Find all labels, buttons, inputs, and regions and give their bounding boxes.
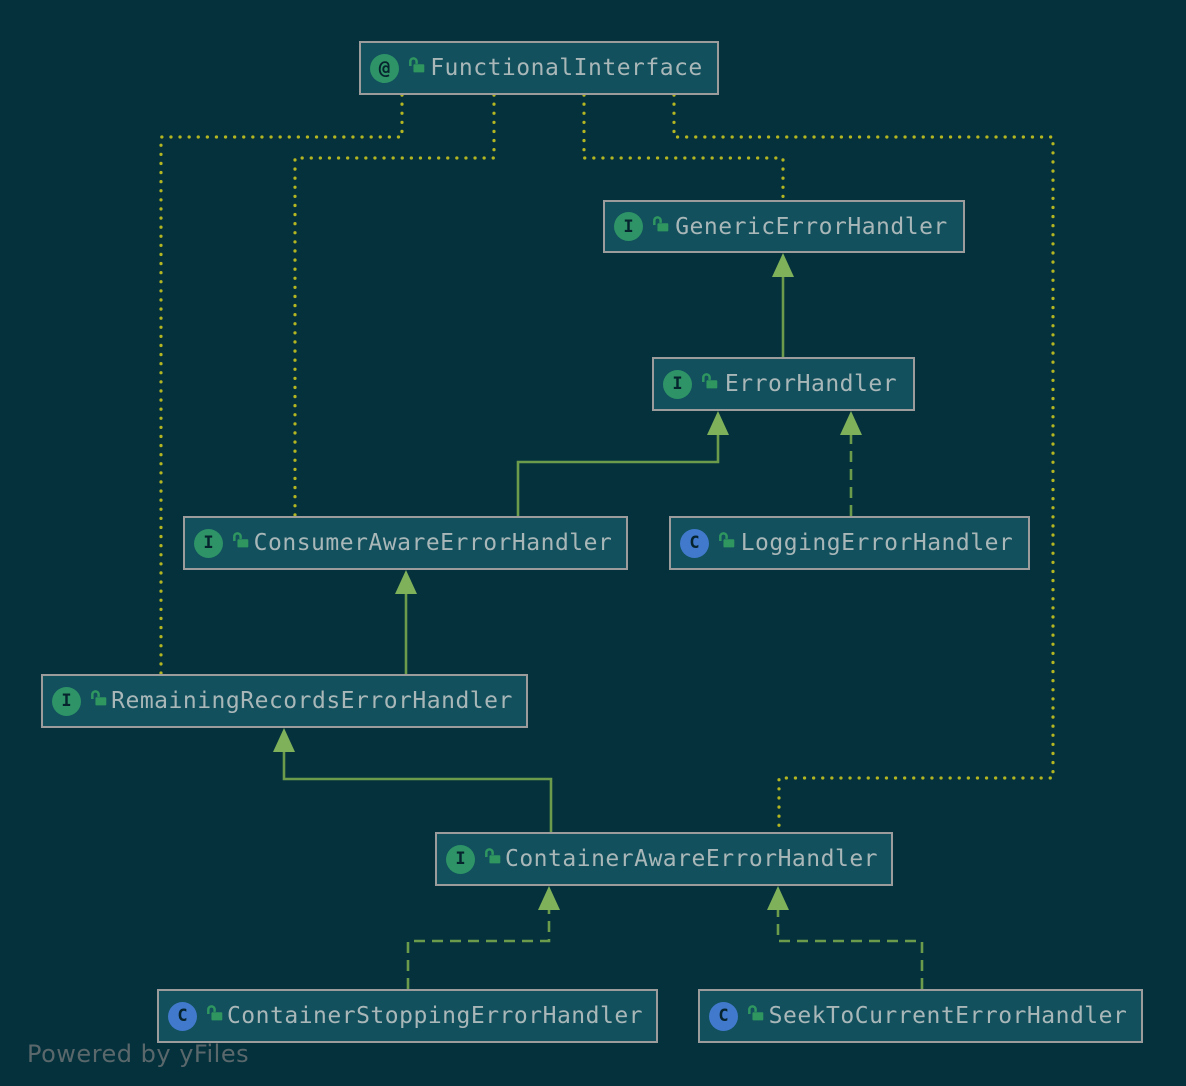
yfiles-watermark: Powered by yFiles xyxy=(27,1040,250,1068)
edge-seek-to-current-error-handler-to-container-aware-error-handler xyxy=(767,886,924,989)
interface-icon: I xyxy=(614,212,643,241)
public-unlock-icon xyxy=(651,214,670,238)
edge-logging-error-handler-to-error-handler xyxy=(840,411,862,516)
node-label: LoggingErrorHandler xyxy=(740,530,1014,556)
public-unlock-icon xyxy=(717,530,736,554)
container-stopping-error-handler-node[interactable]: C ContainerStoppingErrorHandler xyxy=(157,989,658,1043)
node-label: RemainingRecordsErrorHandler xyxy=(111,688,513,714)
node-label: ErrorHandler xyxy=(724,371,898,397)
class-icon: C xyxy=(709,1001,738,1031)
container-aware-error-handler-node[interactable]: I ContainerAwareErrorHandler xyxy=(435,832,893,886)
dotted-edge-line xyxy=(159,93,404,676)
edge-consumer-aware-error-handler-to-error-handler xyxy=(516,411,729,516)
inheritance-arrowhead-icon xyxy=(273,728,295,752)
inheritance-arrowhead-icon xyxy=(772,253,794,277)
interface-icon: I xyxy=(663,369,692,399)
class-icon: C xyxy=(680,528,709,558)
dashed-edge-line xyxy=(406,910,551,989)
node-label: ContainerAwareErrorHandler xyxy=(504,846,879,872)
edge-container-stopping-error-handler-to-container-aware-error-handler xyxy=(406,886,560,989)
interface-icon: I xyxy=(446,844,475,874)
solid-edge-line xyxy=(282,752,553,832)
error-handler-node[interactable]: I ErrorHandler xyxy=(652,357,915,411)
node-label: ConsumerAwareErrorHandler xyxy=(253,530,613,556)
inheritance-arrowhead-icon xyxy=(840,411,862,435)
interface-icon: I xyxy=(52,686,81,716)
node-label: ContainerStoppingErrorHandler xyxy=(226,1003,644,1029)
generic-error-handler-node[interactable]: I GenericErrorHandler xyxy=(603,200,965,253)
public-unlock-icon xyxy=(746,1003,765,1027)
functional-interface-node[interactable]: @ FunctionalInterface xyxy=(359,41,719,95)
consumer-aware-error-handler-node[interactable]: I ConsumerAwareErrorHandler xyxy=(183,516,628,570)
inheritance-arrowhead-icon xyxy=(395,570,417,594)
inheritance-arrowhead-icon xyxy=(767,886,789,910)
public-unlock-icon xyxy=(700,371,719,395)
class-icon: C xyxy=(168,1001,197,1031)
annotation-icon: @ xyxy=(370,53,399,83)
inheritance-arrowhead-icon xyxy=(707,411,729,435)
node-label: FunctionalInterface xyxy=(430,55,703,81)
edge-error-handler-to-generic-error-handler xyxy=(772,253,794,357)
public-unlock-icon xyxy=(205,1003,224,1027)
edge-functional-interface-to-remaining-records-error-handler xyxy=(159,93,404,676)
dotted-edge-line xyxy=(672,93,1055,834)
node-label: SeekToCurrentErrorHandler xyxy=(768,1003,1128,1029)
dotted-edge-line xyxy=(293,93,496,518)
logging-error-handler-node[interactable]: C LoggingErrorHandler xyxy=(669,516,1030,570)
edge-container-aware-error-handler-to-remaining-records-error-handler xyxy=(273,728,553,832)
interface-icon: I xyxy=(194,528,223,558)
dotted-edge-line xyxy=(582,93,785,202)
edge-remaining-records-error-handler-to-consumer-aware-error-handler xyxy=(395,570,417,674)
public-unlock-icon xyxy=(483,846,502,870)
seek-to-current-error-handler-node[interactable]: C SeekToCurrentErrorHandler xyxy=(698,989,1143,1043)
edge-functional-interface-to-consumer-aware-error-handler xyxy=(293,93,496,518)
inheritance-arrowhead-icon xyxy=(538,886,560,910)
dashed-edge-line xyxy=(776,910,924,989)
edge-functional-interface-to-container-aware-error-handler xyxy=(672,93,1055,834)
edge-functional-interface-to-generic-error-handler xyxy=(582,93,785,202)
remaining-records-error-handler-node[interactable]: I RemainingRecordsErrorHandler xyxy=(41,674,528,728)
public-unlock-icon xyxy=(89,688,108,712)
public-unlock-icon xyxy=(407,55,426,79)
solid-edge-line xyxy=(516,435,720,516)
node-label: GenericErrorHandler xyxy=(675,213,948,240)
public-unlock-icon xyxy=(231,530,250,554)
